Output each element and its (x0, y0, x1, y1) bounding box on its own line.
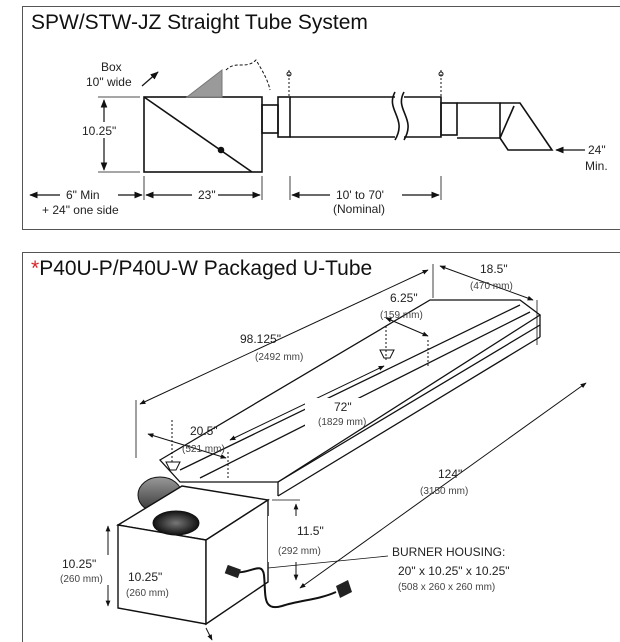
box-width-label: 10" wide (86, 75, 132, 89)
reflector-length-mm: (2492 mm) (255, 352, 303, 363)
height-label: 10.25" (82, 124, 116, 138)
hanger-spacing-mm: (1829 mm) (318, 417, 366, 428)
tube-nominal-label: (Nominal) (333, 202, 385, 216)
one-side-label: + 24" one side (42, 203, 119, 217)
box-height-label: 10.25" (62, 557, 96, 571)
burner-dims-mm: (508 x 260 x 260 mm) (398, 582, 495, 593)
tube-spacing-mm: (159 mm) (380, 310, 423, 321)
reflector-length-label: 98.125" (240, 332, 281, 346)
min-left-label: 6" Min (66, 188, 100, 202)
total-length-label: 124" (438, 467, 462, 481)
box-length-label: 23" (198, 188, 216, 202)
min-right-label: 24" (588, 143, 606, 157)
overall-width-label: 18.5" (480, 262, 508, 276)
straight-tube-panel: SPW/STW-JZ Straight Tube System (22, 6, 620, 230)
asterisk: * (31, 257, 40, 280)
hanger-chains (225, 59, 444, 96)
overall-width-mm: (470 mm) (470, 281, 513, 292)
hanger-width-mm: (521 mm) (182, 444, 225, 455)
box-height-mm: (260 mm) (60, 574, 103, 585)
straight-tube-title: SPW/STW-JZ Straight Tube System (31, 11, 368, 34)
tube-assembly (261, 91, 554, 151)
hanger-width-label: 20.5" (190, 424, 218, 438)
total-length-mm: (3150 mm) (420, 486, 468, 497)
box-width-label: 10.25" (128, 570, 162, 584)
height-mm: (292 mm) (278, 546, 321, 557)
power-cord (231, 567, 337, 609)
min-right-min-label: Min. (585, 159, 608, 173)
tube-spacing-label: 6.25" (390, 291, 418, 305)
fan-housing (185, 68, 223, 98)
burner-dims-label: 20" x 10.25" x 10.25" (398, 564, 510, 578)
burner-housing-label: BURNER HOUSING: (392, 545, 505, 559)
box-width-mm: (260 mm) (126, 588, 169, 599)
burner-housing (116, 485, 270, 626)
burner-opening (152, 510, 200, 536)
box-label: Box (101, 60, 122, 74)
height-label: 11.5" (297, 524, 324, 538)
hanger-spacing-label: 72" (334, 400, 352, 414)
tube-length-label: 10' to 70' (336, 188, 384, 202)
